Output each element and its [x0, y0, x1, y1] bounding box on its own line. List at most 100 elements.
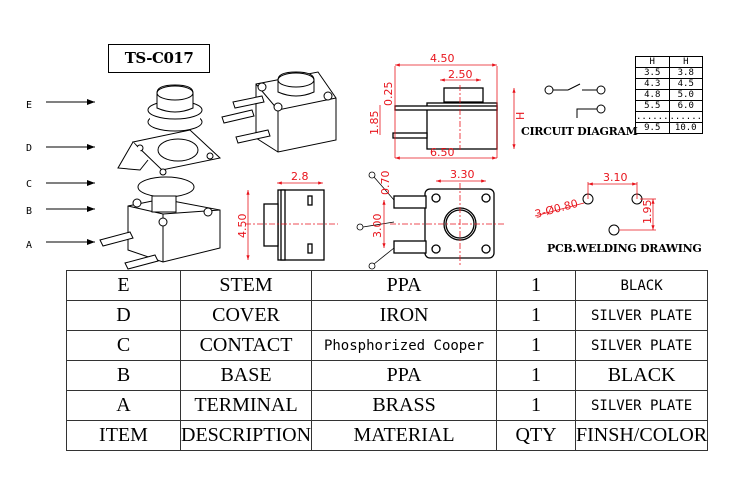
bom-item: C — [66, 330, 181, 361]
height-header: H — [668, 56, 704, 68]
bom-qty: 1 — [496, 330, 577, 361]
dim-end-height-label: 4.50 — [236, 214, 249, 239]
exploded-parts — [99, 84, 222, 270]
height-cell: 3.5 — [635, 67, 670, 79]
end-view: 2.8 4.50 — [236, 170, 338, 261]
bom-item: A — [66, 390, 181, 421]
bill-of-materials: E STEM PPA 1 BLACK D COVER IRON 1 SILVER… — [66, 270, 709, 451]
part-base — [127, 195, 221, 263]
bom-item: D — [66, 300, 181, 331]
circuit-pin-1 — [544, 85, 554, 95]
assembled-view — [221, 71, 337, 153]
part-stem — [147, 84, 203, 132]
dim-overall-length-label: 6.50 — [430, 146, 455, 159]
bom-description: STEM — [179, 270, 313, 301]
bom-material: PPA — [311, 360, 498, 391]
top-pin-marker-3 — [356, 223, 364, 231]
bom-finish: SILVER PLATE — [575, 390, 709, 421]
bom-item: E — [66, 270, 181, 301]
bom-material: PPA — [311, 270, 498, 301]
bom-material: IRON — [311, 300, 498, 331]
bom-qty: 1 — [496, 270, 577, 301]
circuit-diagram: CIRCUIT DIAGRAM — [521, 83, 638, 138]
dim-stem-width-label: 2.50 — [448, 68, 473, 81]
top-view: 3.30 0.70 3.00 — [356, 168, 505, 270]
dim-pitch-y-label: 1.95 — [641, 200, 654, 225]
bom-qty: 1 — [496, 360, 577, 391]
height-cell: 4.3 — [635, 78, 670, 90]
part-contact — [137, 176, 195, 198]
height-cell: 10.0 — [668, 122, 704, 134]
bom-row: D COVER IRON 1 SILVER PLATE — [66, 300, 709, 331]
dim-terminal-width-label: 0.70 — [379, 171, 392, 196]
bom-material: Phosphorized Cooper — [311, 330, 498, 361]
height-cell: 3.8 — [668, 67, 704, 79]
height-cell: 9.5 — [635, 122, 670, 134]
label-b: B — [26, 206, 32, 217]
bom-material: BRASS — [311, 390, 498, 421]
bom-finish: SILVER PLATE — [575, 330, 709, 361]
label-d: D — [26, 143, 32, 154]
pcb-caption: PCB.WELDING DRAWING — [547, 242, 702, 255]
bom-header-item: ITEM — [66, 420, 181, 451]
bom-header-description: DESCRIPTION — [179, 420, 313, 451]
dim-holes-label: 3-Ø0.80 — [533, 197, 579, 221]
bom-row: C CONTACT Phosphorized Cooper 1 SILVER P… — [66, 330, 709, 361]
top-pin-marker-2 — [368, 262, 376, 270]
label-c: C — [26, 179, 32, 190]
bom-item: B — [66, 360, 181, 391]
height-table-header: H H — [635, 56, 704, 68]
bom-qty: 1 — [496, 390, 577, 421]
part-terminal — [99, 231, 159, 270]
dim-hole-pitch-label: 3.30 — [450, 168, 475, 181]
height-cell: 5.5 — [635, 100, 670, 112]
side-view: 4.50 2.50 6.50 H 0.25 1.85 — [368, 52, 527, 160]
bom-row: B BASE PPA 1 BLACK — [66, 360, 709, 391]
dim-pitch-x-label: 3.10 — [603, 171, 628, 184]
circuit-pin-3 — [596, 104, 606, 114]
height-cell: ...... — [635, 111, 670, 123]
height-cell: 4.8 — [635, 89, 670, 101]
top-pin-marker-1 — [368, 171, 376, 179]
height-cell: 5.0 — [668, 89, 704, 101]
height-table-row: ............ — [635, 111, 704, 123]
bom-header-qty: QTY — [496, 420, 577, 451]
dim-depth-label: 2.8 — [291, 170, 309, 183]
bom-finish: SILVER PLATE — [575, 300, 709, 331]
height-cell: 6.0 — [668, 100, 704, 112]
dim-terminal-pitch-label: 3.00 — [371, 214, 384, 239]
bom-description: CONTACT — [179, 330, 313, 361]
bom-finish: BLACK — [575, 360, 709, 391]
bom-header-finish: FINSH/COLOR — [575, 420, 709, 451]
bom-header-row: ITEM DESCRIPTION MATERIAL QTY FINSH/COLO… — [66, 420, 709, 451]
circuit-caption: CIRCUIT DIAGRAM — [521, 125, 638, 138]
exploded-labels: E D C B A — [26, 99, 95, 251]
bom-row: A TERMINAL BRASS 1 SILVER PLATE — [66, 390, 709, 421]
label-a: A — [26, 240, 32, 251]
circuit-pin-2 — [596, 85, 606, 95]
height-header: H — [635, 56, 670, 68]
label-e: E — [26, 100, 32, 111]
bom-header-material: MATERIAL — [311, 420, 498, 451]
height-cell: 4.5 — [668, 78, 704, 90]
pcb-drawing: 3.10 1.95 3-Ø0.80 PCB.WELDING DRAWING — [533, 171, 701, 255]
dim-total-width-label: 4.50 — [430, 52, 455, 65]
height-cell: ...... — [668, 111, 704, 123]
bom-description: COVER — [179, 300, 313, 331]
bom-row: E STEM PPA 1 BLACK — [66, 270, 709, 301]
bom-description: BASE — [179, 360, 313, 391]
part-number-title: TS-C017 — [108, 44, 210, 73]
dim-cover-thickness-label: 0.25 — [382, 82, 395, 107]
dim-terminal-height-label: 1.85 — [368, 111, 381, 136]
bom-finish: BLACK — [575, 270, 709, 301]
bom-description: TERMINAL — [179, 390, 313, 421]
bom-qty: 1 — [496, 300, 577, 331]
dim-height-label: H — [514, 112, 527, 120]
